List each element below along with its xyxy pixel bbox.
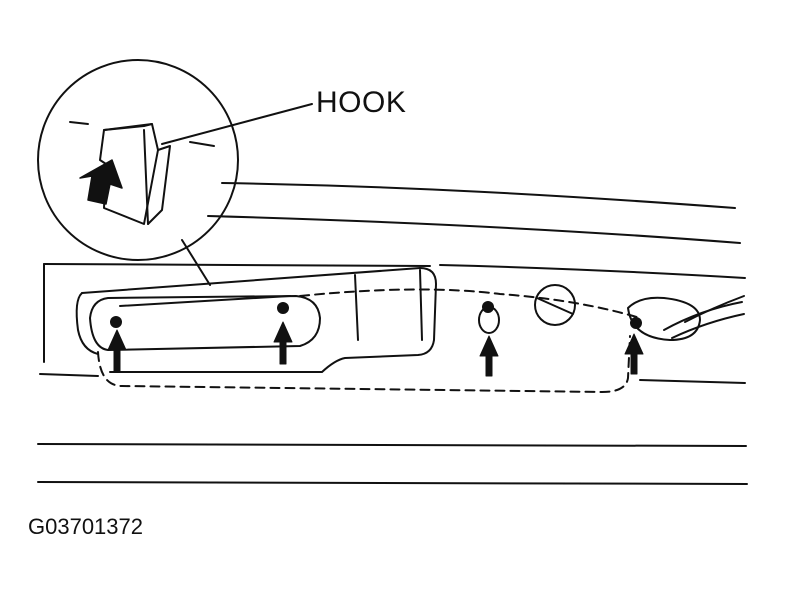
panel-line: [43, 263, 431, 267]
panel-lines: [37, 182, 748, 485]
up-arrow-icon: [624, 333, 644, 375]
hook-detail: [69, 121, 215, 225]
panel-line: [37, 481, 748, 485]
hidden-outline: [299, 288, 641, 319]
trim-panel-recess: [89, 295, 321, 351]
trim-panel-recess: [119, 295, 291, 307]
hook-leader-line: [161, 103, 313, 145]
panel-line: [207, 215, 741, 244]
trim-panel-outline: [81, 267, 437, 373]
up-arrow-icon: [479, 335, 499, 377]
panel-line: [439, 264, 746, 279]
detail-circle: [37, 59, 239, 261]
clip-point: [630, 317, 642, 329]
panel-line: [221, 182, 736, 209]
clip-point: [110, 316, 122, 328]
right-boss: [627, 296, 701, 341]
trim-panel-outline: [75, 292, 99, 355]
up-arrow-icon: [107, 329, 127, 373]
hook-callout-label: HOOK: [316, 86, 407, 119]
push-arrow-icon: [79, 159, 123, 205]
wire-harness: [684, 295, 745, 323]
figure-id-label: G03701372: [28, 514, 143, 539]
hidden-outline: [97, 335, 631, 393]
clip-point: [482, 301, 494, 313]
trim-panel-recess: [419, 269, 423, 341]
panel-line: [39, 373, 99, 377]
plug-hole: [534, 284, 576, 326]
wire-harness: [671, 313, 745, 339]
panel-line: [639, 379, 746, 384]
up-arrow-icon: [273, 321, 293, 365]
panel-line: [37, 443, 747, 447]
clip-point: [277, 302, 289, 314]
trim-panel-recess: [354, 274, 359, 341]
plug-hole: [536, 297, 574, 315]
